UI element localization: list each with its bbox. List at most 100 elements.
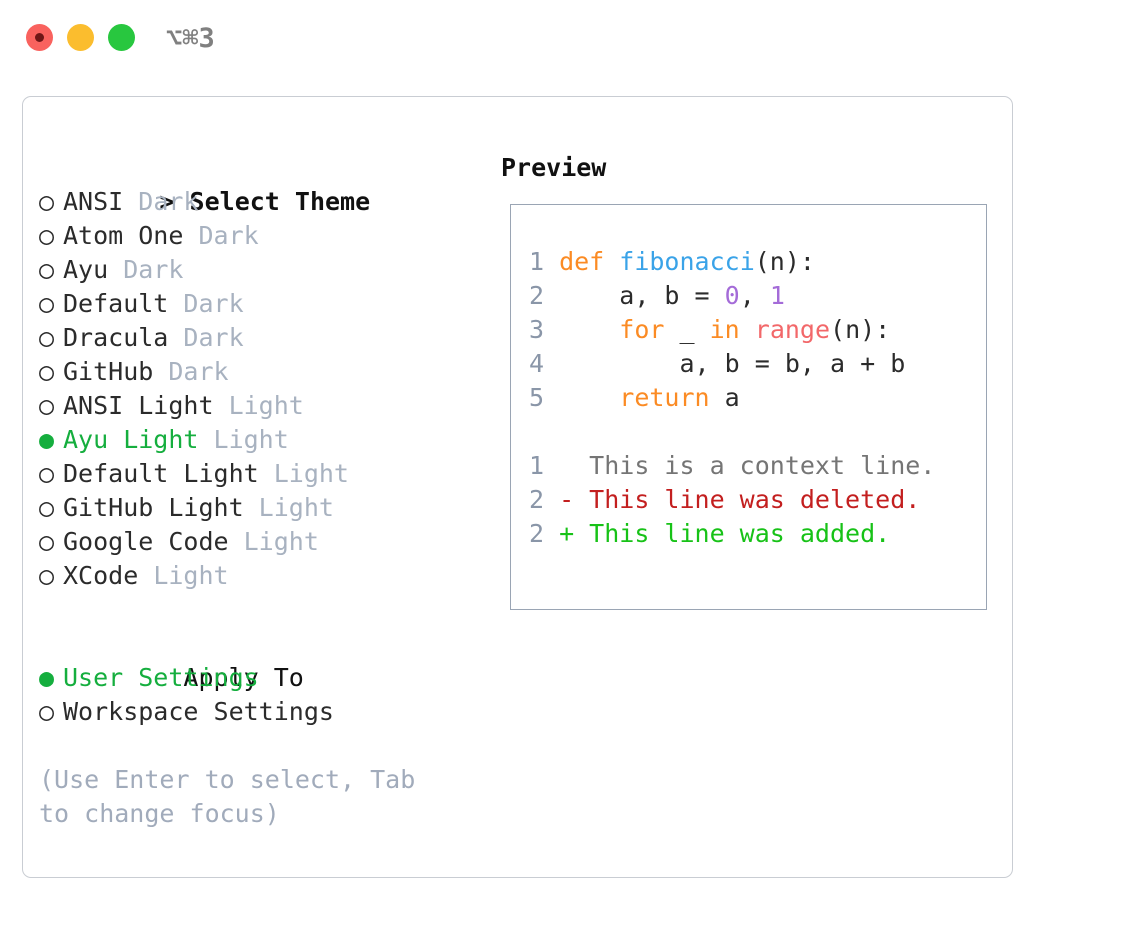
- code-token-txt: ,: [739, 281, 770, 310]
- diff-line-add: 2 + This line was added.: [518, 517, 980, 551]
- theme-option-label: Ayu: [63, 255, 124, 284]
- code-token-txt: [559, 315, 619, 344]
- gutter-space: [544, 451, 559, 480]
- code-token-txt: a: [709, 383, 740, 412]
- apply-to-title: Apply To: [183, 663, 304, 692]
- theme-option-github[interactable]: ○ GitHub Dark: [39, 355, 489, 389]
- theme-option-ansi-light[interactable]: ○ANSI Light Light: [39, 389, 489, 423]
- radio-unselected-icon: ○: [39, 391, 55, 420]
- theme-option-default-light[interactable]: ○ Default Light Light: [39, 457, 489, 491]
- radio-unselected-icon: ○: [39, 255, 55, 284]
- theme-option-google-code[interactable]: ○ Google Code Light: [39, 525, 489, 559]
- maximize-button[interactable]: [108, 24, 135, 51]
- code-token-kw: def: [559, 247, 620, 276]
- theme-option-dracula[interactable]: ○ Dracula Dark: [39, 321, 489, 355]
- select-theme-title: Select Theme: [189, 187, 371, 216]
- theme-option-label: Dracula: [63, 323, 184, 352]
- theme-option-default[interactable]: ○ Default Dark: [39, 287, 489, 321]
- gutter-space: [544, 247, 559, 276]
- radio-unselected-icon: ○: [39, 493, 55, 522]
- title-bar: ⌥⌘3: [0, 0, 1140, 78]
- radio-selected-icon: ●: [39, 663, 55, 692]
- theme-variant-tag: Dark: [183, 323, 244, 352]
- theme-variant-tag: Dark: [198, 221, 259, 250]
- theme-variant-tag: Dark: [123, 255, 184, 284]
- theme-option-ayu-light[interactable]: ●Ayu Light Light: [39, 423, 489, 457]
- preview-column: Preview 1 def fibonacci (n):2 a, b = 0, 1…: [501, 151, 1001, 610]
- line-number: 1: [528, 247, 544, 276]
- code-token-kw: in: [709, 315, 740, 344]
- theme-option-github-light[interactable]: ○GitHub Light Light: [39, 491, 489, 525]
- theme-list: ○ ANSI Dark ○ Atom One Dark ○ Ayu Dark ○ Defaul…: [39, 185, 489, 593]
- code-line: 4 a, b = b, a + b: [518, 347, 980, 381]
- code-token-txt: a, b =: [559, 281, 725, 310]
- line-number: 1: [528, 451, 544, 480]
- preview-heading: Preview: [501, 153, 607, 182]
- keyboard-hint-text: (Use Enter to select, Tab to change focu…: [39, 765, 431, 828]
- theme-option-label: Default: [63, 289, 184, 318]
- radio-unselected-icon: ○: [39, 323, 55, 352]
- hint-spacer: [39, 729, 489, 763]
- theme-variant-tag: Light: [228, 391, 304, 420]
- diff-text: - This line was deleted.: [559, 485, 921, 514]
- theme-variant-tag: Dark: [168, 357, 229, 386]
- radio-unselected-icon: ○: [39, 561, 55, 590]
- gutter-space: [544, 485, 559, 514]
- radio-unselected-icon: ○: [39, 187, 55, 216]
- line-number: 3: [528, 315, 544, 344]
- theme-variant-tag: Dark: [183, 289, 244, 318]
- section-spacer: [39, 593, 489, 627]
- radio-unselected-icon: ○: [39, 527, 55, 556]
- radio-unselected-icon: ○: [39, 289, 55, 318]
- code-token-num: 0: [724, 281, 740, 310]
- code-token-kw: return: [619, 383, 710, 412]
- theme-option-label: Atom One: [63, 221, 199, 250]
- theme-option-xcode[interactable]: ○XCode Light: [39, 559, 489, 593]
- theme-option-label: GitHub: [63, 357, 169, 386]
- theme-option-label: ANSI: [63, 187, 139, 216]
- theme-variant-tag: Light: [243, 527, 319, 556]
- theme-option-atom-one[interactable]: ○ Atom One Dark: [39, 219, 489, 253]
- diff-text: + This line was added.: [559, 519, 891, 548]
- select-theme-heading: > Select Theme: [39, 151, 489, 216]
- minimize-button[interactable]: [67, 24, 94, 51]
- theme-selector-column: > Select Theme ○ANSI Dark○Atom One Dark○…: [39, 151, 489, 831]
- diff-text: This is a context line.: [559, 451, 936, 480]
- gutter-space: [544, 315, 559, 344]
- apply-option-label: User Settings: [63, 663, 259, 692]
- code-token-fn: fibonacci: [619, 247, 755, 276]
- gutter-space: [544, 383, 559, 412]
- radio-unselected-icon: ○: [39, 221, 55, 250]
- code-diff-spacer: [518, 415, 980, 449]
- radio-unselected-icon: ○: [39, 459, 55, 488]
- theme-option-ayu[interactable]: ○ Ayu Dark: [39, 253, 489, 287]
- gutter-space: [544, 349, 559, 378]
- radio-unselected-icon: ○: [39, 357, 55, 386]
- theme-variant-tag: Dark: [138, 187, 199, 216]
- theme-option-ansi[interactable]: ○ ANSI Dark: [39, 185, 489, 219]
- diff-sample: 1 This is a context line.2 - This line w…: [518, 449, 980, 551]
- code-token-txt: [740, 315, 755, 344]
- theme-variant-tag: Light: [273, 459, 349, 488]
- gutter-space: [544, 281, 559, 310]
- theme-option-label: Google Code: [63, 527, 244, 556]
- apply-to-heading: Apply To: [39, 627, 489, 692]
- line-number: 5: [528, 383, 544, 412]
- theme-option-label: Default Light: [63, 459, 274, 488]
- code-line: 3 for _ in range(n):: [518, 313, 980, 347]
- code-line: 2 a, b = 0, 1: [518, 279, 980, 313]
- apply-option-workspace-settings[interactable]: ○Workspace Settings: [39, 695, 489, 729]
- code-token-txt: a, b = b, a + b: [559, 349, 906, 378]
- radio-unselected-icon: ○: [39, 697, 55, 726]
- theme-variant-tag: Light: [258, 493, 334, 522]
- code-token-kw: for: [619, 315, 665, 344]
- radio-selected-icon: ●: [39, 425, 55, 454]
- apply-option-user-settings[interactable]: ● User Settings: [39, 661, 489, 695]
- code-token-num: 1: [769, 281, 785, 310]
- code-line: 5 return a: [518, 381, 980, 415]
- close-button[interactable]: [26, 24, 53, 51]
- code-token-txt: (n):: [830, 315, 891, 344]
- apply-to-list: ● User Settings ○Workspace Settings: [39, 661, 489, 729]
